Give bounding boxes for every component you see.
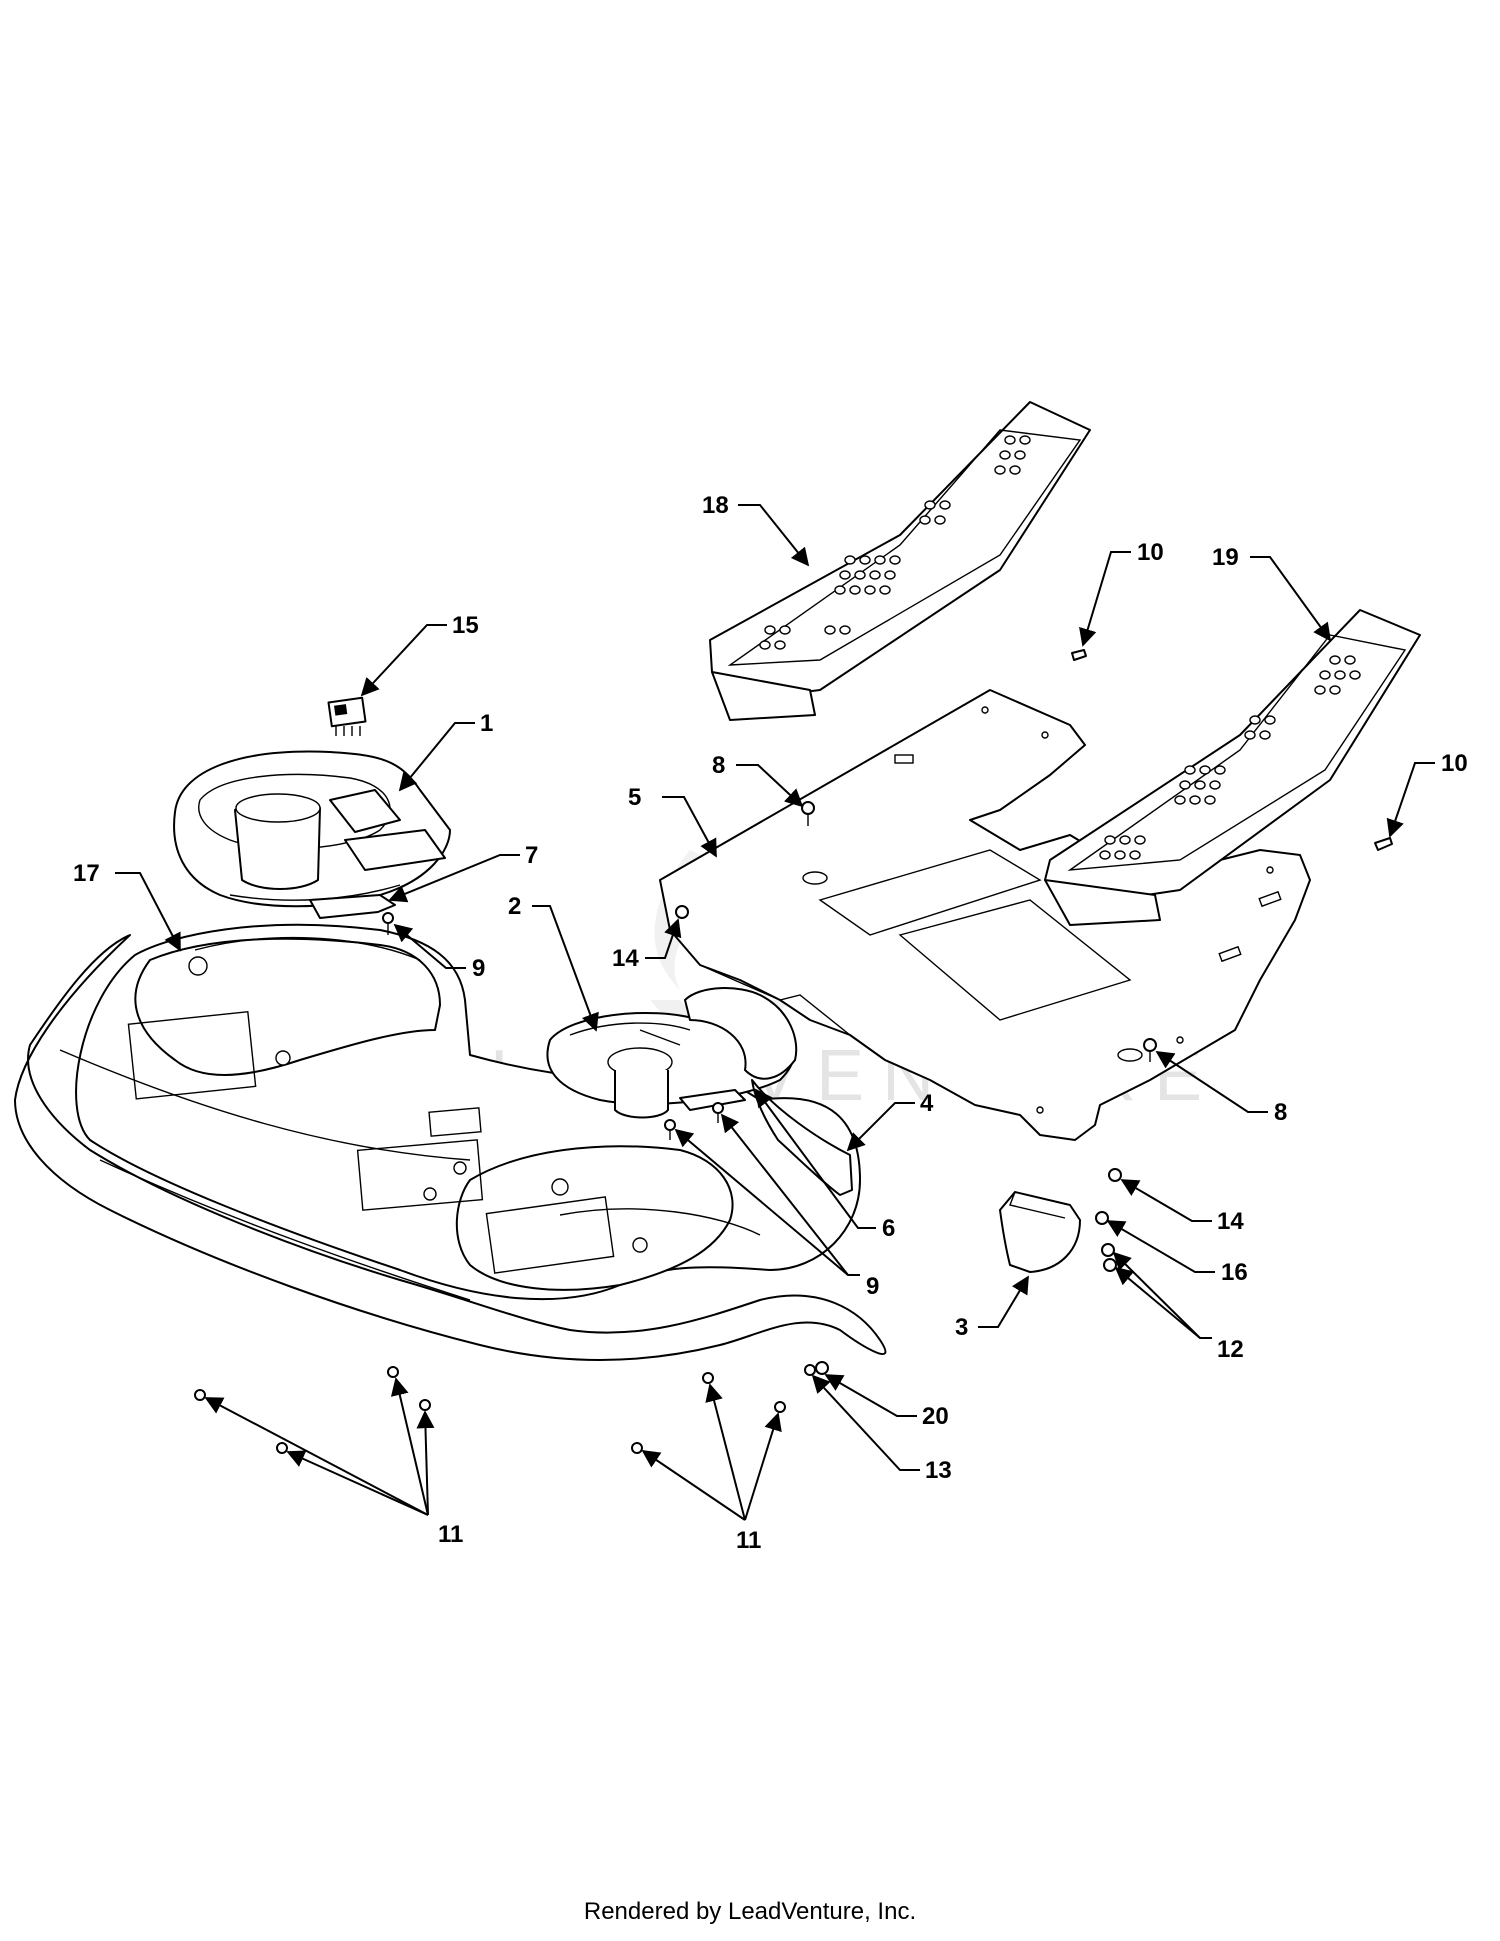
leader-5 — [662, 796, 717, 858]
callout-8b: 8 — [1274, 1099, 1287, 1126]
part-1-left-console — [173, 750, 451, 908]
callout-3: 3 — [955, 1314, 968, 1341]
mat-19-pattern — [1099, 655, 1361, 860]
callout-leaders — [115, 504, 1435, 1521]
leader-9a — [393, 923, 466, 969]
part-18-left-floor-mat — [709, 401, 1091, 721]
footer-credit: Rendered by LeadVenture, Inc. — [583, 1898, 917, 1925]
leader-16 — [1106, 1220, 1215, 1273]
callout-6: 6 — [882, 1215, 895, 1242]
callout-10b: 10 — [1441, 750, 1468, 777]
leader-13 — [811, 1374, 920, 1471]
part-3-guard — [999, 1191, 1081, 1273]
mat-18-pattern — [759, 435, 1031, 650]
leader-10b — [1386, 762, 1435, 838]
callout-16: 16 — [1221, 1259, 1248, 1286]
leader-14a — [645, 918, 682, 959]
leader-18 — [738, 504, 810, 567]
callout-12: 12 — [1217, 1336, 1244, 1363]
leader-8a — [736, 764, 804, 808]
part-15-switch — [327, 696, 367, 736]
part-5-floor-pan — [659, 689, 1311, 1141]
leader-3 — [978, 1275, 1029, 1328]
callout-9a: 9 — [472, 955, 485, 982]
leader-7 — [388, 854, 520, 903]
leader-10a — [1079, 551, 1131, 647]
callout-19: 19 — [1212, 544, 1239, 571]
leader-15 — [360, 624, 447, 697]
leader-12a — [1112, 1251, 1212, 1339]
leader-11a2 — [286, 1450, 429, 1516]
callout-9b: 9 — [866, 1273, 879, 1300]
leader-11b2 — [705, 1383, 746, 1521]
callout-15: 15 — [452, 612, 479, 639]
leader-2 — [532, 905, 599, 1032]
leader-4 — [846, 1102, 915, 1152]
part-7-bracket — [309, 894, 396, 919]
part-17-body — [14, 923, 887, 1361]
callout-7: 7 — [525, 842, 538, 869]
callout-11b: 11 — [736, 1527, 761, 1554]
callout-10a: 10 — [1137, 539, 1164, 566]
hardware — [194, 649, 1393, 1454]
part-6-bracket — [679, 1089, 746, 1111]
leader-1 — [398, 722, 475, 792]
callout-20: 20 — [922, 1403, 949, 1430]
callout-14b: 14 — [1217, 1208, 1244, 1235]
leader-11a3 — [390, 1377, 429, 1516]
callout-4: 4 — [920, 1090, 934, 1117]
part-19-right-floor-mat — [1044, 609, 1421, 926]
part-2-right-console — [546, 987, 798, 1119]
leader-9b2 — [720, 1113, 849, 1276]
leader-20 — [824, 1374, 917, 1417]
leader-12b — [1114, 1266, 1201, 1339]
callout-18: 18 — [702, 492, 729, 519]
leader-8b — [1155, 1051, 1268, 1113]
callout-labels: 15 1 7 9 17 2 18 10 19 8 5 10 14 4 8 6 9… — [73, 492, 1468, 1554]
leader-14b — [1120, 1179, 1212, 1222]
callout-5: 5 — [628, 784, 641, 811]
callout-11a: 11 — [438, 1521, 463, 1548]
leader-6 — [754, 1088, 876, 1229]
leader-19 — [1250, 556, 1332, 642]
leader-11b3 — [744, 1412, 782, 1521]
callout-14a: 14 — [612, 945, 639, 972]
leader-11b1 — [641, 1449, 746, 1521]
callout-2: 2 — [508, 893, 521, 920]
callout-1: 1 — [480, 710, 493, 737]
callout-13: 13 — [925, 1457, 952, 1484]
leader-17 — [115, 872, 181, 952]
leader-11a4 — [416, 1410, 435, 1516]
callout-17: 17 — [73, 860, 100, 887]
callout-8a: 8 — [712, 752, 725, 779]
leader-11a1 — [204, 1397, 429, 1516]
